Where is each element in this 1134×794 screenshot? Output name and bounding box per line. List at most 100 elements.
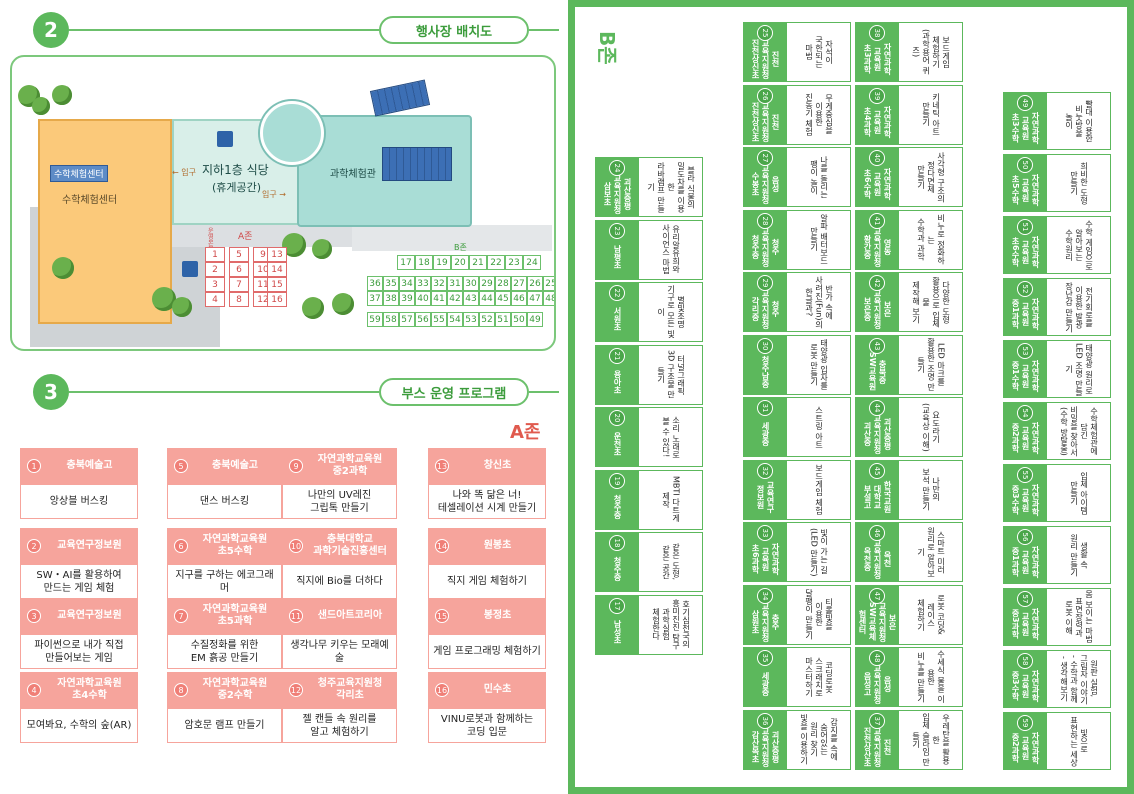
left-panel: 2 행사장 배치도 수학체험센터 수학체험센터 지하1층 식당 (휴게공간) ←… — [0, 0, 562, 794]
zone-b-booth-program: 보드게임 체험하기 (과학용어 퀴즈) — [911, 29, 951, 75]
zone-b-booth-number: 58 — [1017, 653, 1033, 669]
zone-b-booth-name: 음성 교육지원청 수봉초 — [751, 164, 780, 204]
map-cell-b: 34 — [399, 276, 415, 291]
zone-b-booth-number: 52 — [1017, 281, 1033, 297]
zone-b-booth-program: 원판 실험, 그림자 이야기 - 수학과 함께 - 생각해보기 — [1059, 653, 1099, 705]
booth-program: 직지 게임 체험하기 — [428, 564, 546, 599]
zone-b-booth-name: 괴산증평 교육지원청 삼보초 — [603, 174, 632, 214]
booth-name: 봉정초 — [483, 609, 512, 621]
zone-b-booth-program-cell: MBTI 다트게 제작 — [639, 469, 703, 530]
zone-b-booth-program-cell: 티롤빛을 이용한 달팽이 만들기 — [787, 584, 851, 645]
map-cell-b: 23 — [505, 255, 523, 270]
booth-program: 지구를 구하는 에코그래머 — [167, 564, 282, 599]
zone-b-booth-number: 43 — [869, 337, 885, 354]
map-cell-b: 22 — [487, 255, 505, 270]
zone-b-booth-number: 26 — [757, 87, 773, 104]
booth-name: 충북예술고 — [212, 459, 258, 471]
zone-b-booth-program-cell: 호기심천국의 흥미진진 탐구 과학실험 체험한다 — [639, 594, 703, 655]
zone-b-booth-program: 블라 식물의 밀도차를 이용한 라바램프 만들기 — [646, 161, 696, 213]
zone-b-booth-program-cell: 입체 아이템 만들기 — [1047, 464, 1111, 522]
zone-b-booth-program-cell: 감지를 속에 숨어있는 원리 찾기 빛을 이용하기 — [787, 709, 851, 770]
map-cell-a: 13 — [267, 247, 287, 262]
zone-b-booth-program-cell: 유리알유희와 사이언스 마법 — [639, 219, 703, 280]
zone-b-booth-program: 보드게임 체험 — [814, 464, 824, 515]
zone-b-booth-program: 비누로 정화하는 수학과 과학 — [916, 214, 946, 265]
zone-b-booth-name: 남성초 — [613, 619, 622, 644]
section-3-line — [69, 391, 379, 393]
zone-b-booth-program-cell: 빛으로 표현하는 세상 — [1047, 712, 1111, 770]
booth-number: 12 — [289, 683, 303, 697]
booth-name: 민수초 — [483, 683, 512, 695]
zone-b-booth-name: 자연과학 교육원 중1수학 — [1011, 360, 1040, 392]
map-cell-b: 57 — [399, 312, 415, 327]
map-cell-b: 33 — [415, 276, 431, 291]
zone-b-booth-number: 31 — [757, 400, 773, 416]
map-cell-b: 32 — [431, 276, 447, 291]
tree-icon — [332, 293, 354, 315]
zone-b-booth-name: 세광중 — [761, 422, 770, 446]
zone-b-booth-program-cell: 우레탄을 활용한 입체 슬라임 만들기 — [899, 709, 963, 770]
zone-b-booth-name: 청주 교육지원청 각리중 — [751, 289, 780, 329]
zone-b-map-label: B존 — [454, 243, 467, 252]
booth-number: 3 — [27, 609, 41, 623]
zone-b-booth-program: 다양한 도형 활용으로 입체물 제작해 보기 — [911, 276, 951, 328]
map-cell-a: 16 — [267, 292, 287, 307]
zone-b-booth-number: 21 — [609, 347, 625, 364]
zone-b-booth-name: 청주남중 — [761, 355, 770, 388]
zone-b-booth-program: 티롤빛을 이용한 달팽이 만들기 — [804, 589, 834, 640]
zone-b-booth-number: 59 — [1017, 715, 1033, 731]
zone-b-title: B존 — [595, 31, 619, 65]
zone-b-booth-number: 54 — [1017, 405, 1033, 421]
map-cell-b: 47 — [527, 291, 543, 306]
tree-icon — [302, 297, 324, 319]
zone-b-booth-name: 보은 교육지원청 보은중 — [863, 289, 892, 329]
map-cell-b: 18 — [415, 255, 433, 270]
zone-b-booth-program-cell: 몸 보이는 마법 표면장력과 로봇 이해 — [1047, 588, 1111, 646]
map-cell-b: 55 — [431, 312, 447, 327]
cafeteria-sub-label: (휴게공간) — [212, 181, 262, 194]
zone-b-booth-program: 사각형 구조의 정다면체 만들기 — [916, 151, 946, 203]
booth-program: 앙상블 버스킹 — [20, 484, 138, 519]
zone-b-booth-number: 35 — [757, 650, 773, 666]
map-cell-b: 29 — [479, 276, 495, 291]
zone-b-booth-program-cell: 보드게임 체험 — [787, 459, 851, 520]
zone-b-booth-name: 자연과학 교육원 중2과학 — [1011, 422, 1040, 454]
booth-number: 13 — [435, 459, 449, 473]
zone-b-booth-program: 수세식 물을 이용한 비누를 만들기 — [916, 650, 946, 704]
zone-b-booth-name: 괴산증평 교육지원청 괴산중 — [863, 414, 892, 454]
zone-b-booth-number: 28 — [757, 212, 773, 229]
map-cell-b: 25 — [543, 276, 554, 291]
tree-icon — [32, 97, 50, 115]
zone-b-booth-name: 한국교원 대학교 부설고 — [863, 480, 892, 513]
zone-b-booth-program-cell: 반가 속에 사려진(Fun)의 한글과? — [787, 272, 851, 332]
zone-b-booth-program-cell: 수세식 물을 이용한 비누를 만들기 — [899, 647, 963, 707]
zone-b-booth-program-cell: 로봇 코딩& 레이스 체험하기 — [899, 584, 963, 645]
zone-b-booth-name: 자연과학 교육원 중1과학 — [1011, 546, 1040, 578]
